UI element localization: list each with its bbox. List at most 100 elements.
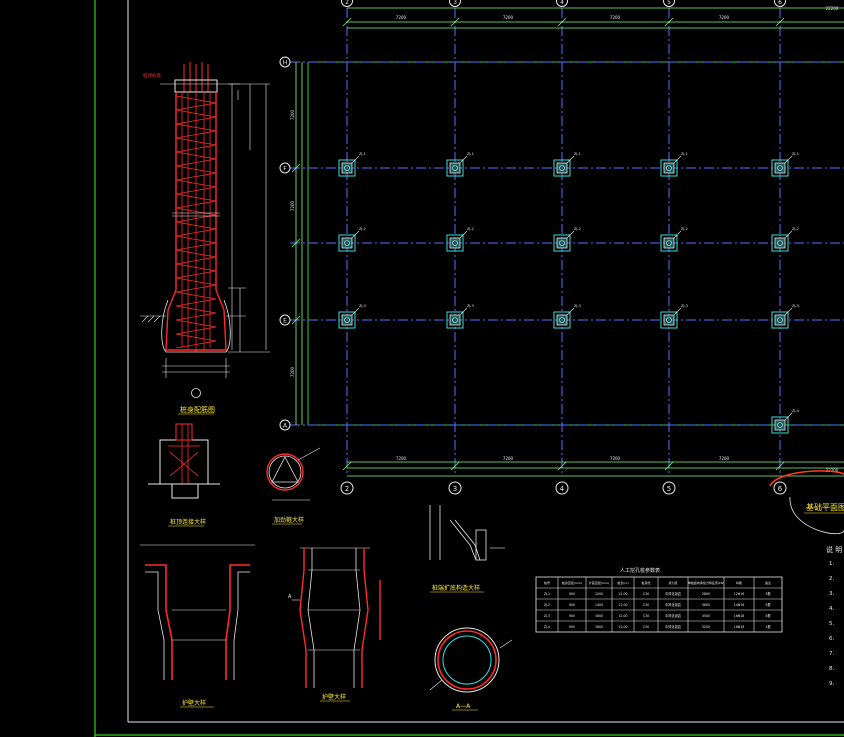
- table-cell: ZJ-4: [544, 625, 550, 629]
- table-cell: C30: [643, 592, 649, 596]
- pile-cap: ZJ-2: [660, 227, 688, 252]
- pile-elevation-detail: 桩顶标高: [140, 62, 270, 415]
- plan-title: 基础平面图: [806, 502, 844, 512]
- left-dim-3: 7200: [290, 366, 295, 377]
- left-dim-2: 7200: [290, 200, 295, 211]
- table-cell: 900: [569, 592, 575, 596]
- section-aa: A—A: [429, 627, 513, 711]
- grid-bubbles-left: H F E A: [279, 56, 291, 431]
- grid-left-e: E: [283, 318, 287, 325]
- pile-tag: ZJ-3: [359, 304, 366, 308]
- note-number: 4.: [829, 606, 834, 612]
- table-cell: 3600: [702, 603, 710, 607]
- table-cell: 5200: [702, 625, 710, 629]
- grid-bubbles-top: 2 3 4 5 6: [341, 0, 786, 7]
- bottom-dim-2: 7200: [503, 456, 514, 461]
- notes-block: 说 明 1.2.3.4.5.6.7.8.9.: [826, 545, 842, 687]
- notes-list: 1.2.3.4.5.6.7.8.9.: [829, 561, 834, 687]
- table-cell: 18Φ18: [734, 625, 745, 629]
- bottom-dim-1: 7200: [396, 456, 407, 461]
- table-cell: 3根: [765, 591, 771, 596]
- table-header-cell: 单桩竖向承载力特征值(kN): [688, 580, 724, 585]
- table-header-cell: 桩号: [544, 580, 550, 585]
- table-header-cell: 纵筋: [736, 580, 742, 585]
- grid-bottom-5: 5: [667, 485, 671, 493]
- table-cell: C30: [643, 614, 649, 618]
- table-cell: 12.00: [618, 592, 627, 596]
- liner2-detail-title: 护壁大样: [322, 693, 346, 701]
- section-mark: A: [288, 594, 292, 600]
- grid-top-2: 2: [345, 0, 349, 6]
- pile-tag: ZJ-1: [467, 152, 474, 156]
- table-cell: 5根: [765, 602, 771, 607]
- note-number: 3.: [829, 591, 834, 597]
- pile-cap: ZJ-4: [771, 409, 800, 434]
- ring-detail-title: 加劲箍大样: [274, 516, 304, 524]
- pile-cap: ZJ-2: [338, 227, 366, 252]
- drawing-frame: [94, 0, 844, 737]
- table-cell: 14Φ16: [734, 603, 745, 607]
- liner-detail-title: 护壁大样: [182, 699, 206, 707]
- table-cell: C30: [643, 625, 649, 629]
- table-header-cell: 桩身直径(mm): [562, 580, 582, 585]
- grid-top-4: 4: [560, 0, 564, 6]
- cap-detail-title: 桩顶连接大样: [170, 518, 206, 526]
- note-number: 7.: [829, 651, 834, 657]
- top-dim-1: 7200: [396, 15, 407, 20]
- table-cell: 2800: [702, 592, 710, 596]
- table-header-cell: 扩底直径(mm): [589, 580, 609, 585]
- table-cell: C30: [643, 603, 649, 607]
- table-cell: 900: [569, 614, 575, 618]
- pile-cap: ZJ-3: [771, 304, 799, 329]
- anchor-detail-title: 桩端扩底构造大样: [432, 584, 480, 592]
- note-number: 2.: [829, 576, 834, 582]
- note-number: 5.: [829, 621, 834, 627]
- notes-title: 说 明: [826, 545, 842, 554]
- table-cell: 4500: [702, 614, 710, 618]
- table-header-cell: 桩身砼: [641, 580, 650, 585]
- table-cell: 5根: [765, 613, 771, 618]
- top-dim-2: 7200: [503, 15, 514, 20]
- table-cell: 1400: [595, 603, 603, 607]
- pile-tag: ZJ-3: [467, 304, 474, 308]
- left-dim-1: 7200: [290, 109, 295, 120]
- pile-tag: ZJ-1: [792, 152, 799, 156]
- section-title: A—A: [456, 703, 471, 710]
- table-cell: 中风化泥岩: [665, 591, 682, 596]
- pile-tag: ZJ-2: [681, 227, 688, 231]
- grid-top-3: 3: [453, 0, 457, 6]
- table-grid: 桩号ZJ-1ZJ-2ZJ-3ZJ-4桩身直径(mm)900900900900扩底…: [535, 576, 783, 633]
- pile-parameter-table: 人工挖孔桩参数表 桩号ZJ-1ZJ-2ZJ-3ZJ-4桩身直径(mm)90090…: [535, 567, 783, 633]
- grid-left-f: F: [283, 166, 287, 173]
- liner-detail-1: 护壁大样: [140, 544, 255, 708]
- table-cell: 中风化泥岩: [665, 613, 682, 618]
- pile-cap: ZJ-2: [553, 227, 581, 252]
- table-header-cell: 持力层: [668, 580, 677, 585]
- pile-tag: ZJ-3: [681, 304, 688, 308]
- bottom-dim-3: 7200: [610, 456, 621, 461]
- pile-cap: ZJ-3: [553, 304, 581, 329]
- pile-cap: ZJ-1: [771, 152, 799, 177]
- pile-tag: ZJ-1: [681, 152, 688, 156]
- table-header-cell: 备注: [765, 580, 771, 585]
- bottom-right-dim: 22200: [826, 468, 839, 473]
- pile-cap: ZJ-1: [660, 152, 688, 177]
- ring-detail: 加劲箍大样: [266, 447, 321, 525]
- note-number: 1.: [829, 561, 834, 567]
- table-cell: 900: [569, 625, 575, 629]
- pile-tag: ZJ-3: [792, 304, 799, 308]
- anchor-detail: 桩端扩底构造大样: [429, 505, 505, 593]
- table-cell: ZJ-1: [544, 592, 550, 596]
- table-cell: 12.00: [618, 603, 627, 607]
- pile-top-label: 桩顶标高: [143, 72, 161, 79]
- grid-top-6: 6: [778, 0, 782, 6]
- pile-cap: ZJ-3: [338, 304, 366, 329]
- table-cell: 中风化泥岩: [665, 624, 682, 629]
- liner-detail-2: A 护壁大样: [288, 547, 381, 702]
- pile-cap: ZJ-3: [660, 304, 688, 329]
- table-cell: 1800: [595, 625, 603, 629]
- pile-tag: ZJ-4: [792, 409, 800, 413]
- top-dim-3: 7200: [610, 15, 621, 20]
